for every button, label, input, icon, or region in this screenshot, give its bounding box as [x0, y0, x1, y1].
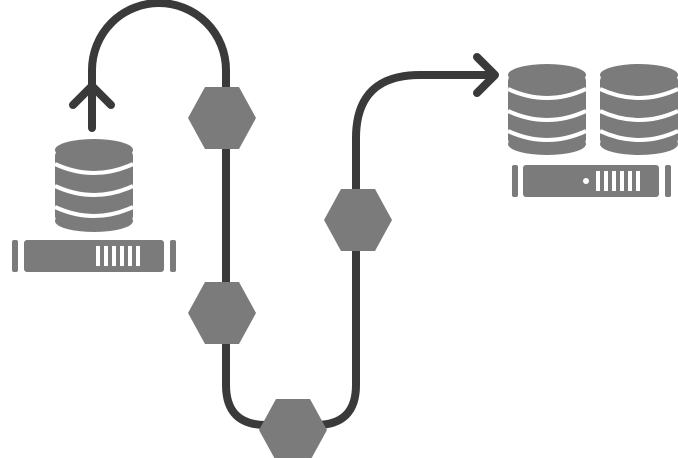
destination-database-icon — [507, 64, 587, 155]
arrow-up-icon — [69, 82, 115, 109]
destination-server-rack-icon — [512, 165, 671, 197]
destination-database-icon — [599, 64, 678, 155]
hexagon-stage-icon — [188, 282, 256, 344]
data-flow-path — [88, 0, 494, 429]
hexagon-stage-icon — [324, 189, 392, 251]
source-server-rack-icon — [12, 240, 176, 272]
arrow-right-icon — [473, 53, 499, 97]
source-database-icon — [54, 139, 134, 232]
hexagon-stage-icon — [259, 399, 327, 458]
hexagon-stage-icon — [188, 87, 256, 149]
